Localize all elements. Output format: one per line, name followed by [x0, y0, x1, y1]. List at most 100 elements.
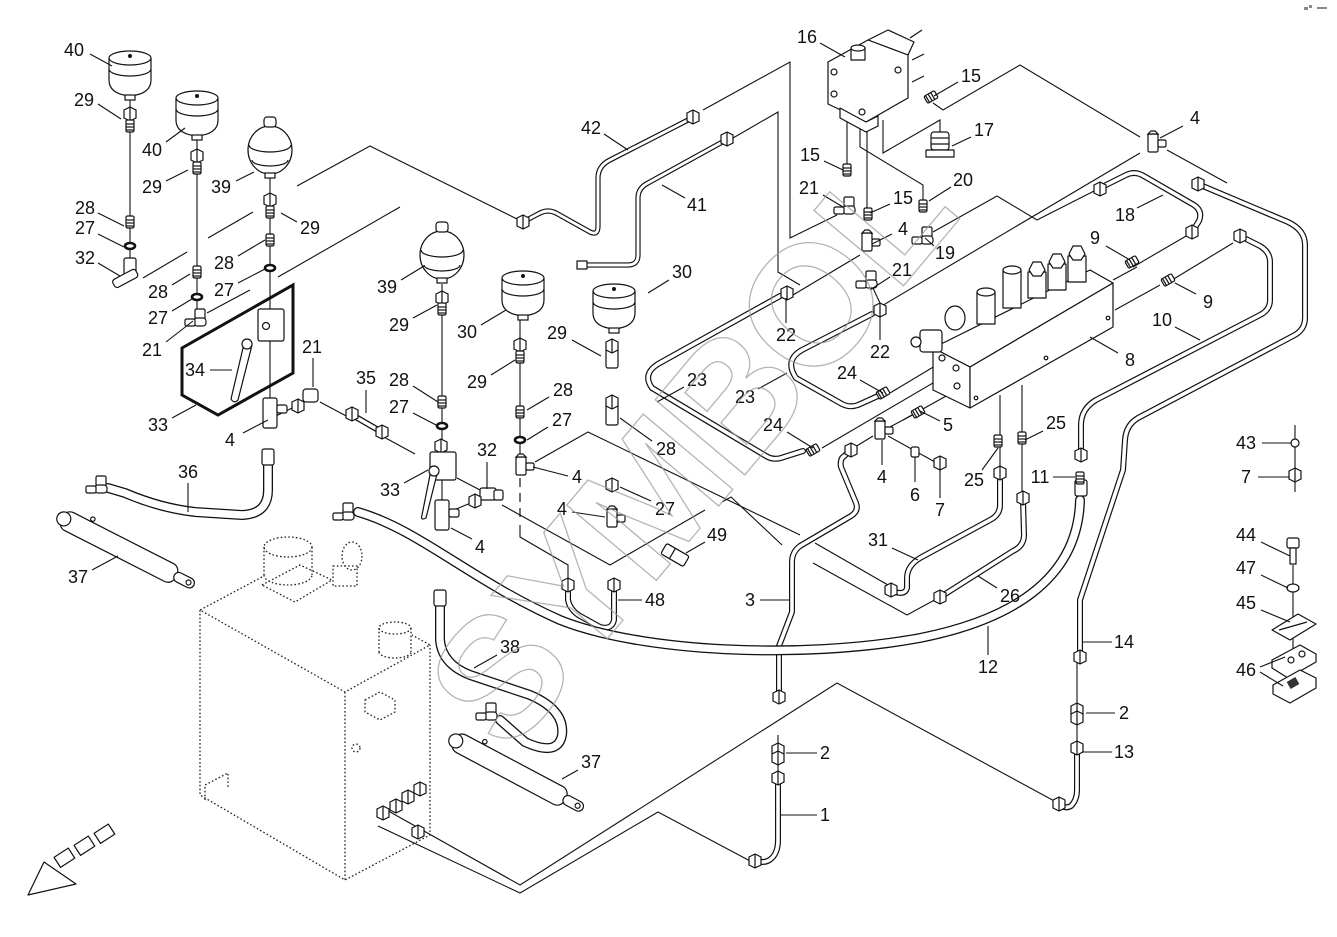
callout-number[interactable]: 11 [1031, 467, 1050, 487]
callout[interactable]: 28 [526, 380, 573, 411]
callout-number[interactable]: 21 [302, 337, 322, 357]
callout[interactable]: 27 [214, 268, 266, 300]
callout-number[interactable]: 27 [552, 410, 572, 430]
callout-number[interactable]: 39 [211, 177, 231, 197]
callout[interactable]: 15 [933, 66, 981, 97]
callout[interactable]: 15 [800, 145, 844, 171]
callout[interactable]: 41 [661, 184, 707, 215]
callout-number[interactable]: 29 [547, 323, 567, 343]
callout[interactable]: 29 [142, 169, 189, 197]
callout-number[interactable]: 14 [1114, 632, 1134, 652]
callout[interactable]: 29 [467, 359, 516, 392]
callout[interactable]: 46 [1236, 656, 1286, 687]
callout-number[interactable]: 29 [300, 218, 320, 238]
callout[interactable]: 23 [656, 370, 707, 403]
callout-number[interactable]: 27 [214, 280, 234, 300]
callout-number[interactable]: 12 [978, 657, 998, 677]
callout[interactable]: 18 [1115, 194, 1164, 225]
callout-number[interactable]: 32 [477, 440, 497, 460]
callout[interactable]: 11 [1031, 467, 1075, 487]
callout-number[interactable]: 33 [148, 415, 168, 435]
callout-number[interactable]: 4 [557, 499, 567, 519]
callout-number[interactable]: 4 [1190, 108, 1200, 128]
callout-number[interactable]: 28 [148, 282, 168, 302]
callout-number[interactable]: 28 [75, 198, 95, 218]
callout-number[interactable]: 6 [910, 485, 920, 505]
callout-number[interactable]: 28 [389, 370, 409, 390]
callout-number[interactable]: 27 [148, 308, 168, 328]
callout-number[interactable]: 45 [1236, 593, 1256, 613]
callout-number[interactable]: 5 [943, 415, 953, 435]
callout[interactable]: 17 [951, 120, 994, 147]
callout-number[interactable]: 29 [389, 315, 409, 335]
callout[interactable]: 27 [148, 298, 193, 328]
callout[interactable]: 9 [1174, 282, 1213, 312]
callout[interactable]: 13 [1082, 742, 1134, 762]
callout-number[interactable]: 9 [1203, 292, 1213, 312]
callout[interactable]: 3 [745, 590, 790, 610]
callout[interactable]: 27 [619, 486, 675, 519]
callout[interactable]: 37 [561, 752, 601, 780]
callout-number[interactable]: 34 [185, 360, 205, 380]
callout-number[interactable]: 27 [655, 499, 675, 519]
callout-number[interactable]: 48 [645, 590, 665, 610]
callout-number[interactable]: 15 [961, 66, 981, 86]
callout-number[interactable]: 47 [1236, 558, 1256, 578]
callout[interactable]: 21 [302, 337, 322, 387]
callout[interactable]: 16 [797, 27, 846, 58]
callout[interactable]: 12 [978, 626, 998, 677]
callout[interactable]: 4 [225, 419, 269, 450]
callout-number[interactable]: 4 [877, 467, 887, 487]
callout-number[interactable]: 7 [1241, 467, 1251, 487]
callout-number[interactable]: 20 [953, 170, 973, 190]
callout[interactable]: 25 [964, 447, 999, 490]
callout[interactable]: 24 [837, 363, 884, 394]
callout[interactable]: 39 [211, 171, 255, 197]
callout-number[interactable]: 4 [475, 537, 485, 557]
callout[interactable]: 21 [799, 178, 844, 208]
callout[interactable]: 33 [148, 404, 197, 435]
callout-number[interactable]: 21 [892, 260, 912, 280]
callout-number[interactable]: 18 [1115, 205, 1135, 225]
callout[interactable]: 39 [377, 265, 425, 297]
callout[interactable]: 19 [924, 237, 955, 263]
callout[interactable]: 29 [74, 90, 122, 120]
callout-number[interactable]: 29 [467, 372, 487, 392]
callout[interactable]: 4 [1159, 108, 1200, 139]
callout-number[interactable]: 21 [799, 178, 819, 198]
callout-number[interactable]: 3 [745, 590, 755, 610]
callout[interactable]: 34 [185, 360, 232, 380]
callout[interactable]: 7 [1241, 467, 1289, 487]
callout[interactable]: 40 [142, 127, 186, 160]
callout-number[interactable]: 30 [457, 322, 477, 342]
callout-number[interactable]: 36 [178, 462, 198, 482]
callout[interactable]: 20 [928, 170, 973, 202]
callout[interactable]: 24 [763, 415, 814, 449]
callout-number[interactable]: 19 [935, 243, 955, 263]
callout-number[interactable]: 28 [553, 380, 573, 400]
callout-number[interactable]: 15 [800, 145, 820, 165]
callout-number[interactable]: 49 [707, 525, 727, 545]
callout-number[interactable]: 23 [687, 370, 707, 390]
callout[interactable]: 6 [910, 457, 920, 505]
callout[interactable]: 45 [1236, 593, 1291, 623]
callout[interactable]: 14 [1082, 632, 1134, 652]
callout[interactable]: 8 [1089, 336, 1135, 370]
callout-number[interactable]: 25 [1046, 413, 1066, 433]
callout[interactable]: 28 [389, 370, 439, 403]
callout-number[interactable]: 40 [142, 140, 162, 160]
callout[interactable]: 43 [1236, 433, 1291, 453]
callout-number[interactable]: 35 [356, 368, 376, 388]
callout[interactable]: 2 [786, 743, 830, 763]
callout-number[interactable]: 24 [763, 415, 783, 435]
callout[interactable]: 49 [685, 525, 727, 554]
callout[interactable]: 5 [919, 410, 953, 435]
callout[interactable]: 4 [450, 527, 485, 557]
callout[interactable]: 27 [526, 410, 572, 441]
callout-number[interactable]: 44 [1236, 525, 1256, 545]
callout[interactable]: 4 [871, 219, 908, 245]
callout[interactable]: 35 [356, 368, 376, 413]
callout-number[interactable]: 22 [776, 325, 796, 345]
callout-number[interactable]: 40 [64, 40, 84, 60]
callout[interactable]: 23 [735, 372, 788, 407]
